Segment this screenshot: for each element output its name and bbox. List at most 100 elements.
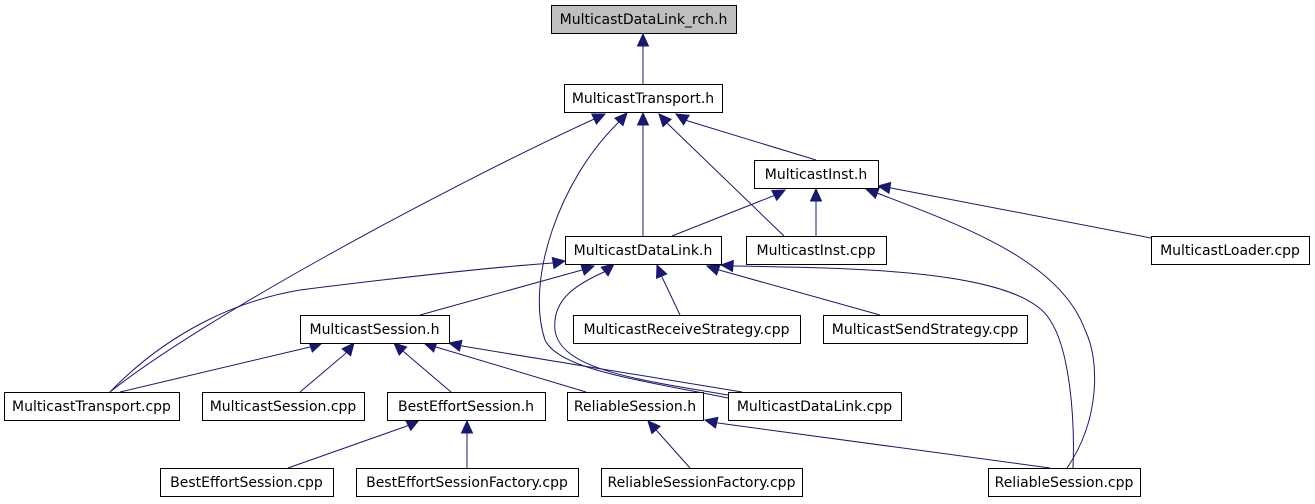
node-box[interactable] [300, 315, 450, 344]
edge-ml_cpp-to-mi_h [876, 181, 1152, 239]
node-label: BestEffortSessionFactory.cpp [366, 475, 568, 491]
node-label: MulticastInst.h [765, 167, 867, 183]
node-box[interactable] [564, 84, 723, 113]
edge-connector [603, 271, 605, 273]
node-mrs[interactable]: MulticastReceiveStrategy.cpp [573, 315, 801, 344]
edge-line [661, 276, 681, 316]
edge-connector [686, 119, 689, 122]
node-box[interactable] [387, 392, 546, 421]
arrowhead-icon [636, 111, 650, 126]
node-label: MulticastInst.cpp [757, 243, 876, 259]
edge-rs_cpp-to-rs_h [703, 416, 1051, 469]
edge-line [554, 271, 729, 396]
node-box[interactable] [601, 468, 803, 497]
edge-line [876, 192, 1096, 469]
node-mt-h[interactable]: MulticastTransport.h [564, 84, 723, 113]
node-label: MulticastLoader.cpp [1160, 243, 1300, 259]
node-label: BestEffortSession.cpp [170, 475, 323, 491]
node-besf[interactable]: BestEffortSessionFactory.cpp [356, 468, 579, 497]
node-mdl-cpp[interactable]: MulticastDataLink.cpp [728, 392, 902, 421]
arrowhead-icon [447, 339, 463, 352]
node-rch[interactable]: MulticastDataLink_rch.h [551, 5, 737, 34]
node-mdl-h[interactable]: MulticastDataLink.h [565, 236, 722, 265]
edge-mdl_h-to-mt_h [636, 111, 650, 236]
arrowhead-icon [580, 263, 596, 276]
node-box[interactable] [988, 468, 1141, 497]
edge-connector [772, 194, 775, 197]
edge-connector [666, 122, 669, 125]
edge-mi_h-to-mt_h [674, 113, 817, 161]
edge-connector [344, 351, 347, 355]
node-label: MulticastDataLink_rch.h [560, 12, 728, 28]
arrowhead-icon [460, 419, 474, 434]
edge-besf-to-bes_h [460, 419, 474, 468]
arrowhead-icon [600, 263, 615, 277]
node-ms-h[interactable]: MulticastSession.h [300, 315, 450, 344]
node-ml-cpp[interactable]: MulticastLoader.cpp [1151, 236, 1310, 265]
edge-line [667, 123, 785, 237]
node-box[interactable] [746, 236, 887, 265]
node-label: MulticastTransport.h [572, 91, 714, 107]
arrowhead-icon [551, 256, 567, 270]
edge-connector [406, 424, 409, 427]
node-box[interactable] [1151, 236, 1310, 265]
node-box[interactable] [356, 468, 579, 497]
arrowhead-icon [719, 259, 734, 273]
node-mi-cpp[interactable]: MulticastInst.cpp [746, 236, 887, 265]
arrowhead-icon [674, 113, 690, 126]
node-bes-cpp[interactable]: BestEffortSession.cpp [160, 468, 334, 497]
node-box[interactable] [160, 468, 334, 497]
node-rsf[interactable]: ReliableSessionFactory.cpp [601, 468, 803, 497]
arrowhead-icon [636, 32, 650, 47]
node-label: MulticastSession.h [309, 322, 439, 338]
edge-mdl_h-to-mi_h [671, 189, 787, 237]
node-mss[interactable]: MulticastSendStrategy.cpp [823, 315, 1028, 344]
edge-mi_cpp-to-mi_h [809, 187, 823, 236]
edge-mt_cpp-to-mdl_h [109, 256, 567, 393]
edge-connector [402, 350, 405, 353]
node-box[interactable] [4, 392, 180, 421]
node-box[interactable] [754, 160, 879, 189]
edge-line [890, 187, 1152, 239]
node-label: MulticastSendStrategy.cpp [832, 322, 1019, 338]
node-label: ReliableSessionFactory.cpp [608, 475, 796, 491]
arrowhead-icon [393, 342, 408, 357]
edge-mi_cpp-to-mt_h [658, 113, 785, 237]
edge-line [109, 262, 554, 393]
edge-connector [591, 118, 595, 121]
edges-layer [109, 32, 1152, 469]
edge-line [671, 195, 774, 237]
node-label: ReliableSession.h [574, 399, 696, 415]
edge-mt_cpp-to-ms_h [119, 340, 324, 393]
node-ms-cpp[interactable]: MulticastSession.cpp [202, 392, 365, 421]
node-rs-cpp[interactable]: ReliableSession.cpp [988, 468, 1141, 497]
edge-line [538, 123, 739, 401]
edge-mss-to-mdl_h [705, 263, 881, 316]
node-box[interactable] [823, 315, 1028, 344]
node-label: MulticastSession.cpp [210, 399, 357, 415]
edge-rs_h-to-ms_h [422, 340, 587, 393]
edge-line [287, 425, 408, 469]
edge-mdl_cpp-to-mt_h [538, 112, 739, 401]
node-box[interactable] [567, 392, 704, 421]
edge-line [717, 422, 1051, 469]
arrowhead-icon [809, 187, 823, 202]
edge-bes_h-to-ms_h [393, 342, 452, 393]
node-bes-h[interactable]: BestEffortSession.h [387, 392, 546, 421]
edge-line [119, 346, 311, 393]
edge-line [687, 120, 817, 161]
edge-mdl_cpp-to-mdl_h [554, 263, 729, 396]
node-box[interactable] [573, 315, 801, 344]
node-mi-h[interactable]: MulticastInst.h [754, 160, 879, 189]
edge-line [461, 345, 743, 393]
arrowhead-icon [703, 416, 719, 429]
node-box[interactable] [202, 392, 365, 421]
node-box[interactable] [565, 236, 722, 265]
edge-mdl_cpp-to-ms_h [447, 339, 743, 393]
node-box[interactable] [551, 5, 737, 34]
node-rs-h[interactable]: ReliableSession.h [567, 392, 704, 421]
node-mt-cpp[interactable]: MulticastTransport.cpp [4, 392, 180, 421]
edge-mrs-to-mdl_h [656, 263, 681, 316]
node-box[interactable] [728, 392, 902, 421]
